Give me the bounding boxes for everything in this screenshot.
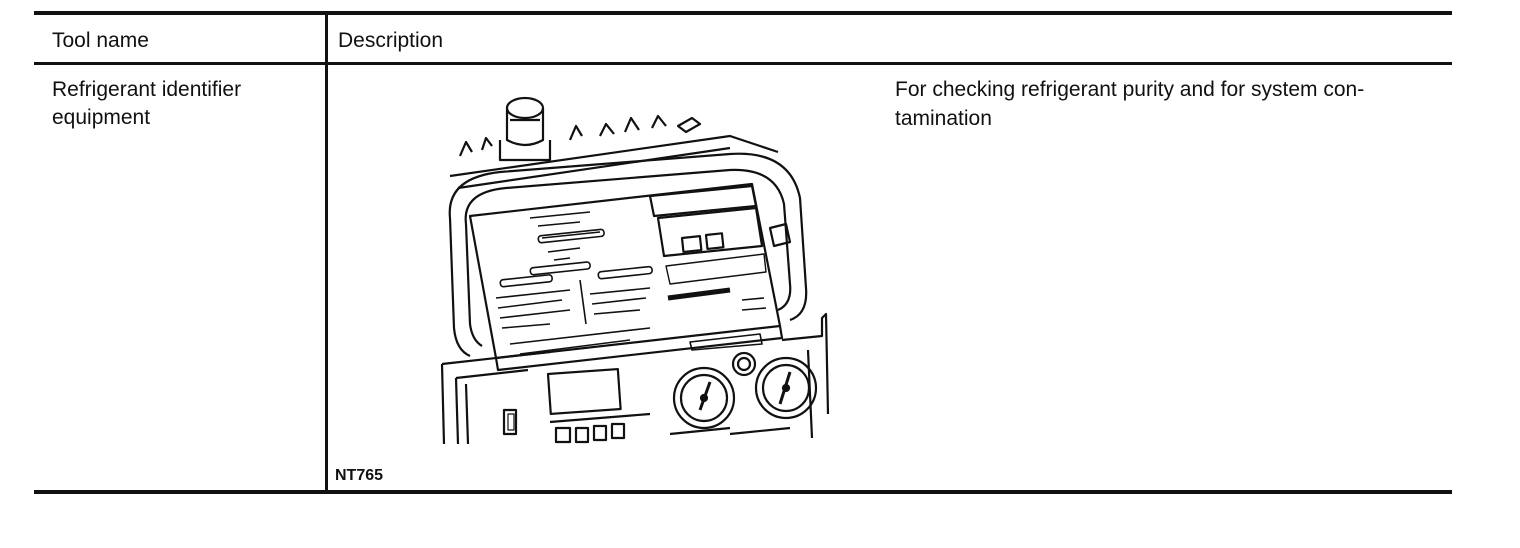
table-top-rule bbox=[34, 11, 1452, 15]
description-line-2: tamination bbox=[895, 107, 992, 130]
description-line-1: For checking refrigerant purity and for … bbox=[895, 78, 1365, 101]
header-bottom-rule bbox=[34, 62, 1452, 65]
header-tool-name: Tool name bbox=[52, 29, 149, 52]
indicator-knob-icon bbox=[731, 351, 757, 377]
header-description: Description bbox=[338, 29, 444, 52]
canister-icon bbox=[498, 96, 552, 162]
figure-code: NT765 bbox=[335, 467, 384, 484]
pressure-gauge-right-icon bbox=[754, 356, 818, 420]
refrigerant-identifier-illustration bbox=[440, 96, 830, 445]
display-panel bbox=[468, 182, 784, 372]
column-divider bbox=[325, 13, 328, 492]
pressure-gauge-left-icon bbox=[672, 366, 736, 430]
tool-name-line-2: equipment bbox=[52, 106, 151, 129]
table-bottom-rule bbox=[34, 490, 1452, 494]
cabinet-base bbox=[440, 312, 830, 445]
tool-name-line-1: Refrigerant identifier bbox=[52, 78, 242, 101]
